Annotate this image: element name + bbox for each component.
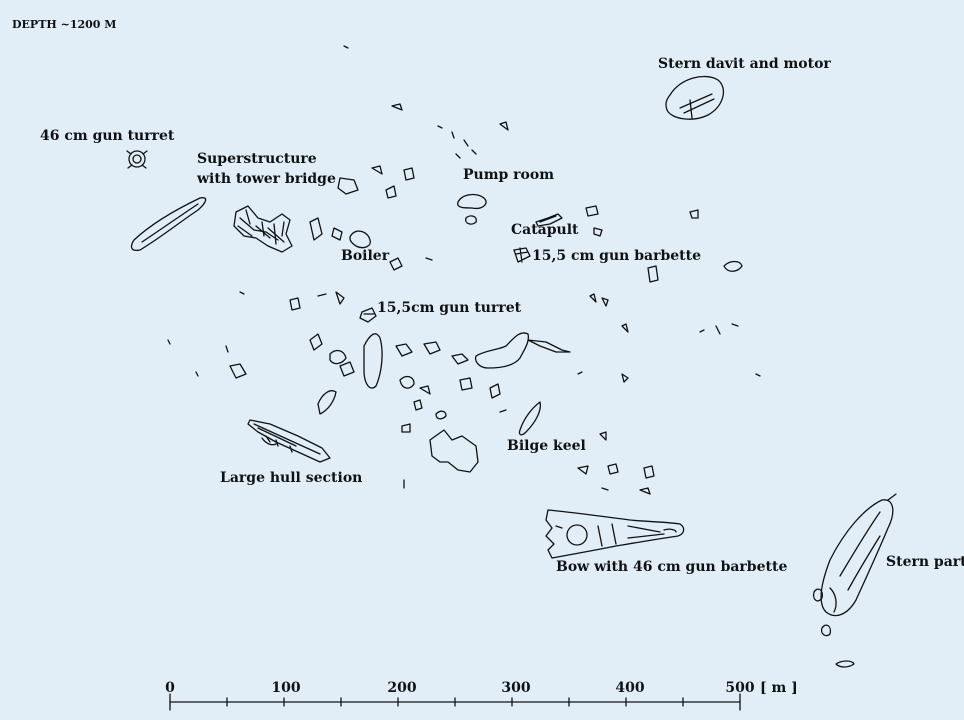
scale-tick-100: 100: [271, 680, 301, 696]
stern-davit-wreck: [665, 75, 725, 120]
scale-tick-300: 300: [501, 680, 531, 696]
label-turret-155: 15,5cm gun turret: [377, 300, 522, 316]
label-pump-room: Pump room: [463, 167, 555, 183]
label-stern-part: Stern part: [886, 554, 964, 570]
label-superstructure-line1: Superstructure: [197, 151, 317, 167]
label-bilge-keel: Bilge keel: [507, 438, 586, 454]
large-hull-wreck: [247, 419, 331, 463]
label-large-hull: Large hull section: [220, 470, 363, 486]
central-debris: [309, 332, 571, 473]
bilge-keel-wreck: [518, 401, 542, 436]
label-superstructure-line2: with tower bridge: [197, 171, 336, 187]
gun-turret-46-wreck: [126, 150, 148, 169]
scattered-debris: [167, 45, 761, 495]
catapult-wreck: [535, 213, 563, 227]
scale-bar: [169, 693, 741, 711]
label-barbette-155: 15,5 cm gun barbette: [532, 248, 701, 264]
turret-155-wreck: [359, 307, 377, 323]
label-stern-davit: Stern davit and motor: [658, 56, 831, 72]
stern-part-wreck: [812, 493, 897, 668]
bow-wreck: [545, 509, 685, 559]
superstructure-wreck: [233, 205, 293, 253]
scale-tick-400: 400: [615, 680, 645, 696]
depth-note: DEPTH ~1200 M: [12, 18, 117, 31]
scale-tick-500: 500: [725, 680, 755, 696]
pump-room-wreck: [457, 193, 487, 210]
scale-unit: [ m ]: [760, 680, 798, 696]
label-catapult: Catapult: [511, 222, 579, 238]
long-fragment-left: [130, 197, 207, 252]
scale-tick-0: 0: [165, 680, 175, 696]
boiler-wreck: [349, 230, 371, 249]
label-gun-turret-46: 46 cm gun turret: [40, 128, 175, 144]
barbette-155-wreck: [513, 247, 531, 263]
label-bow: Bow with 46 cm gun barbette: [556, 559, 788, 575]
label-boiler: Boiler: [341, 248, 390, 264]
scale-tick-200: 200: [387, 680, 417, 696]
